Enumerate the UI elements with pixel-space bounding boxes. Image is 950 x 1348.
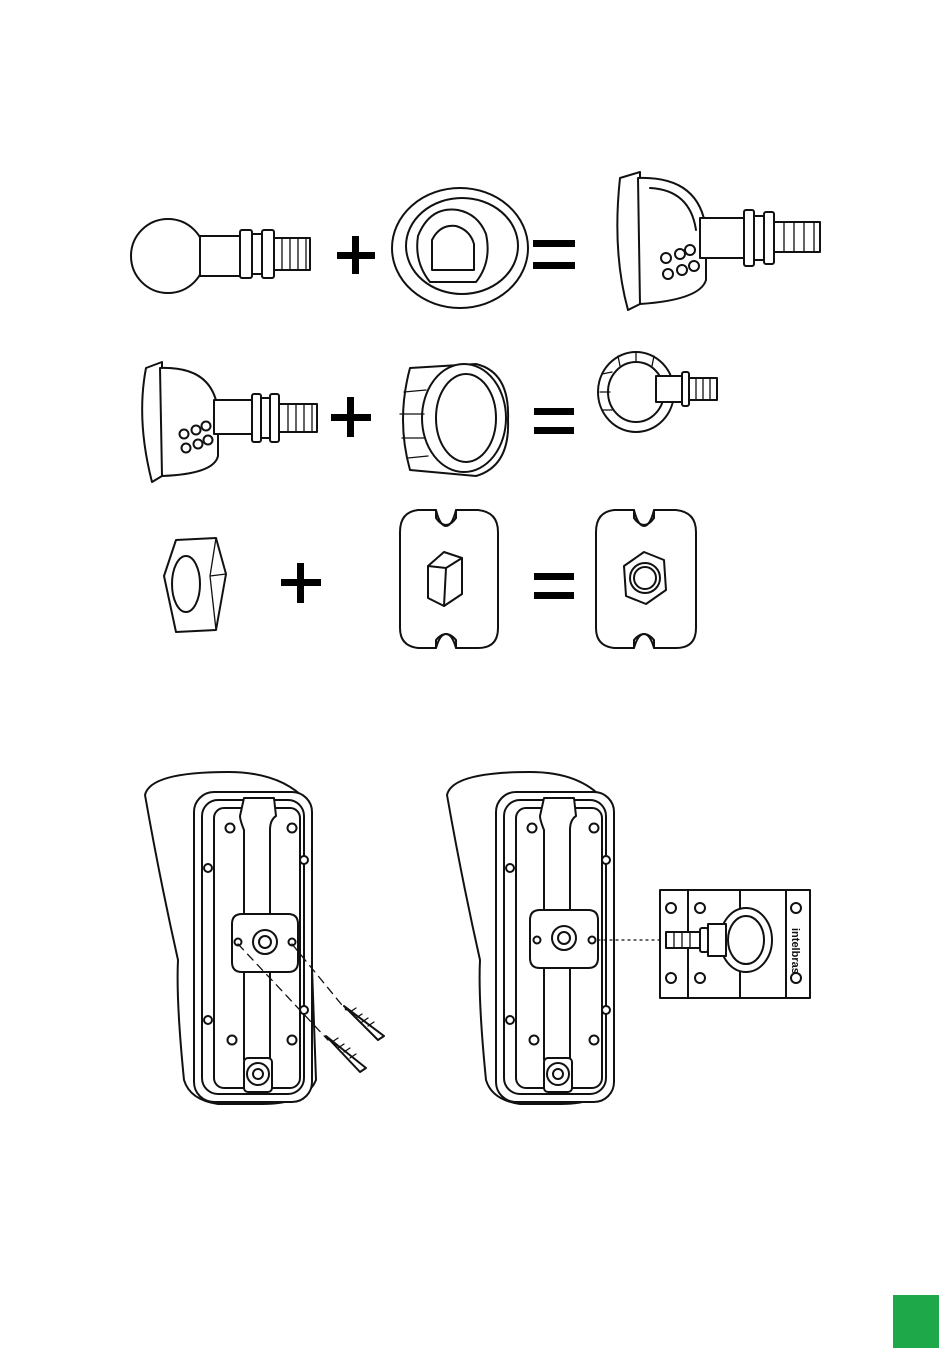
hex-nut-part [164,538,226,632]
plus-sign-2 [331,397,371,437]
ball-stud-part [131,219,310,293]
equals-sign-1 [533,240,575,269]
bracket-brand-label: intelbras [789,928,801,974]
plus-sign-1 [337,236,375,274]
row-1-ball-joint-assembly [131,172,820,310]
assembled-ball-joint [617,172,820,310]
pad-with-hex-nut [596,510,696,648]
mounted-joint-part [142,362,317,482]
wall-bracket: intelbras [660,890,810,998]
camera-back-with-screws [145,772,384,1104]
socket-cup-part [392,188,528,308]
rubber-pad-part [400,510,498,648]
plus-sign-3 [281,563,321,603]
camera-back-with-bracket: intelbras [447,772,810,1104]
row-2-ring-nut-assembly [142,352,717,482]
equals-sign-3 [534,573,574,599]
row-3-hex-nut-assembly [164,510,696,648]
joint-with-ring-nut [598,352,717,432]
page-tab-marker [893,1295,939,1348]
knurled-ring-nut-part [400,364,508,476]
equals-sign-2 [534,408,574,434]
